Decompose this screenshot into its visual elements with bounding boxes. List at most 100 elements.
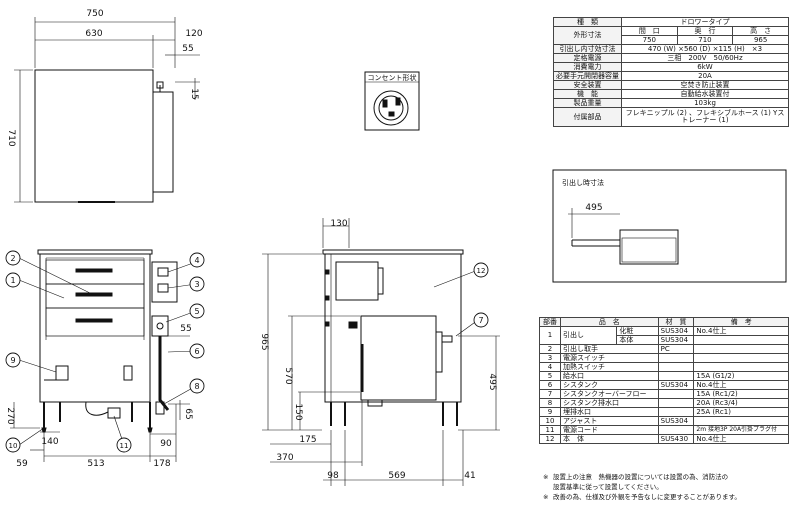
dim-175: 175 <box>299 435 316 445</box>
dim-55-top: 55 <box>182 44 193 54</box>
part-material <box>657 371 695 381</box>
callout-4: 4 <box>194 256 199 265</box>
dim-90: 90 <box>160 439 172 449</box>
part-name: 埋排水口 <box>559 407 659 417</box>
callout-1: 1 <box>10 276 15 285</box>
spec-consumption-label: 消費電力 <box>553 62 622 72</box>
spec-type-label: 種 類 <box>553 17 622 27</box>
spec-consumption-value: 6kW <box>621 62 789 72</box>
callout-2: 2 <box>10 254 15 263</box>
part-note: 25A (Rc1) <box>693 407 789 417</box>
part-material <box>657 353 695 363</box>
spec-accessories-label: 付属部品 <box>553 107 622 127</box>
callout-7: 7 <box>478 316 483 325</box>
spec-size-val: 965 <box>732 35 789 45</box>
side-view <box>262 218 500 486</box>
part-note <box>693 335 789 345</box>
part-name: シスタンク排水口 <box>559 398 659 408</box>
spec-inner-value: 470 (W) ×560 (D) ×115 (H) ×3 <box>621 44 789 54</box>
dim-370: 370 <box>276 453 293 463</box>
spec-safety-label: 安全装置 <box>553 80 622 90</box>
front-elevation <box>10 249 190 462</box>
note-3: ※ 改善の為、仕様及び外観を予告なしに変更することがあります。 <box>543 493 741 501</box>
part-name: 引出し取手 <box>559 344 659 354</box>
dim-750: 750 <box>86 9 103 19</box>
note-mark: ※ <box>543 493 549 501</box>
dim-41: 41 <box>464 471 475 481</box>
spec-breaker-value: 20A <box>621 71 789 81</box>
part-material <box>657 398 695 408</box>
part-name: 電源コード <box>559 425 659 435</box>
part-no: 9 <box>539 407 561 417</box>
part-note: 15A (G1/2) <box>693 371 789 381</box>
note-text: 設置基準に従って設置してください。 <box>553 483 663 491</box>
part-no: 8 <box>539 398 561 408</box>
part-note: 15A (Rc1/2) <box>693 389 789 399</box>
spec-size-val: 710 <box>676 35 734 45</box>
parts-header: 材 質 <box>657 317 695 327</box>
outlet-label: コンセント形状 <box>368 73 417 82</box>
parts-header: 部番 <box>539 317 561 327</box>
dim-710: 710 <box>6 129 16 146</box>
spec-weight-label: 製品重量 <box>553 98 622 108</box>
part-name: 引出し <box>559 326 618 345</box>
dim-59: 59 <box>16 459 28 469</box>
note-text: 設置上の注意 熱機器の設置については設置の為、消防法の <box>553 473 729 481</box>
part-name: アジャスト <box>559 416 659 426</box>
part-no: 10 <box>539 416 561 426</box>
spec-size-label: 外形寸法 <box>553 26 622 45</box>
spec-type-value: ドロワータイプ <box>621 17 789 27</box>
spec-safety-value: 空焚き防止装置 <box>621 80 789 90</box>
spec-size-col: 奥 行 <box>676 26 734 36</box>
part-material: SUS430 <box>657 434 695 444</box>
dim-120: 120 <box>185 29 202 39</box>
spec-table: 種 類 ドロワータイプ 外形寸法 間 口 奥 行 高 さ 750 710 965… <box>553 17 789 127</box>
part-note: 20A (Rc3/4) <box>693 398 789 408</box>
spec-weight-value: 103kg <box>621 98 789 108</box>
pullout-dim: 495 <box>585 203 602 213</box>
part-no: 12 <box>539 434 561 444</box>
dim-130: 130 <box>330 219 347 229</box>
dim-270: 270 <box>5 407 15 424</box>
part-material: SUS304 <box>657 380 695 390</box>
part-no: 11 <box>539 425 561 435</box>
dim-569: 569 <box>388 471 405 481</box>
part-name: 給水口 <box>559 371 659 381</box>
spec-size-val: 750 <box>621 35 678 45</box>
spec-breaker-label: 必要手元開閉器容量 <box>553 71 622 81</box>
spec-size-col: 間 口 <box>621 26 678 36</box>
part-name: 本 体 <box>559 434 659 444</box>
dim-150: 150 <box>293 403 303 420</box>
table-row: 1 引出し 化粧 SUS304 No.4仕上 <box>539 326 789 345</box>
dim-15-top: 15 <box>189 88 199 99</box>
dim-65: 65 <box>183 408 193 419</box>
parts-header: 品 名 <box>559 317 659 327</box>
part-sub: 本体 <box>616 335 659 345</box>
part-note <box>693 344 789 354</box>
part-no: 4 <box>539 362 561 372</box>
part-name: シスタンクオーバーフロー <box>559 389 659 399</box>
part-name: 電源スイッチ <box>559 353 659 363</box>
part-no: 1 <box>539 326 561 345</box>
part-no: 3 <box>539 353 561 363</box>
part-no: 5 <box>539 371 561 381</box>
callout-11: 11 <box>120 442 129 450</box>
callout-8: 8 <box>194 382 199 391</box>
spec-size-col: 高 さ <box>732 26 789 36</box>
spec-function-value: 自動給水装置付 <box>621 89 789 99</box>
note-text: 改善の為、仕様及び外観を予告なしに変更することがあります。 <box>553 493 741 501</box>
callout-leaders <box>18 257 479 446</box>
part-material: SUS304 <box>657 335 695 345</box>
part-material <box>657 425 695 435</box>
top-view <box>14 17 200 203</box>
callout-10: 10 <box>9 442 18 450</box>
spec-inner-label: 引出し内寸効寸法 <box>553 44 622 54</box>
spec-power-value: 三相 200V 50/60Hz <box>621 53 789 63</box>
callout-9: 9 <box>10 356 15 365</box>
spec-accessories-value: フレキニップル (2) 、フレキシブルホース (1) Yストレーナー (1) <box>621 107 789 127</box>
callout-5: 5 <box>194 307 199 316</box>
